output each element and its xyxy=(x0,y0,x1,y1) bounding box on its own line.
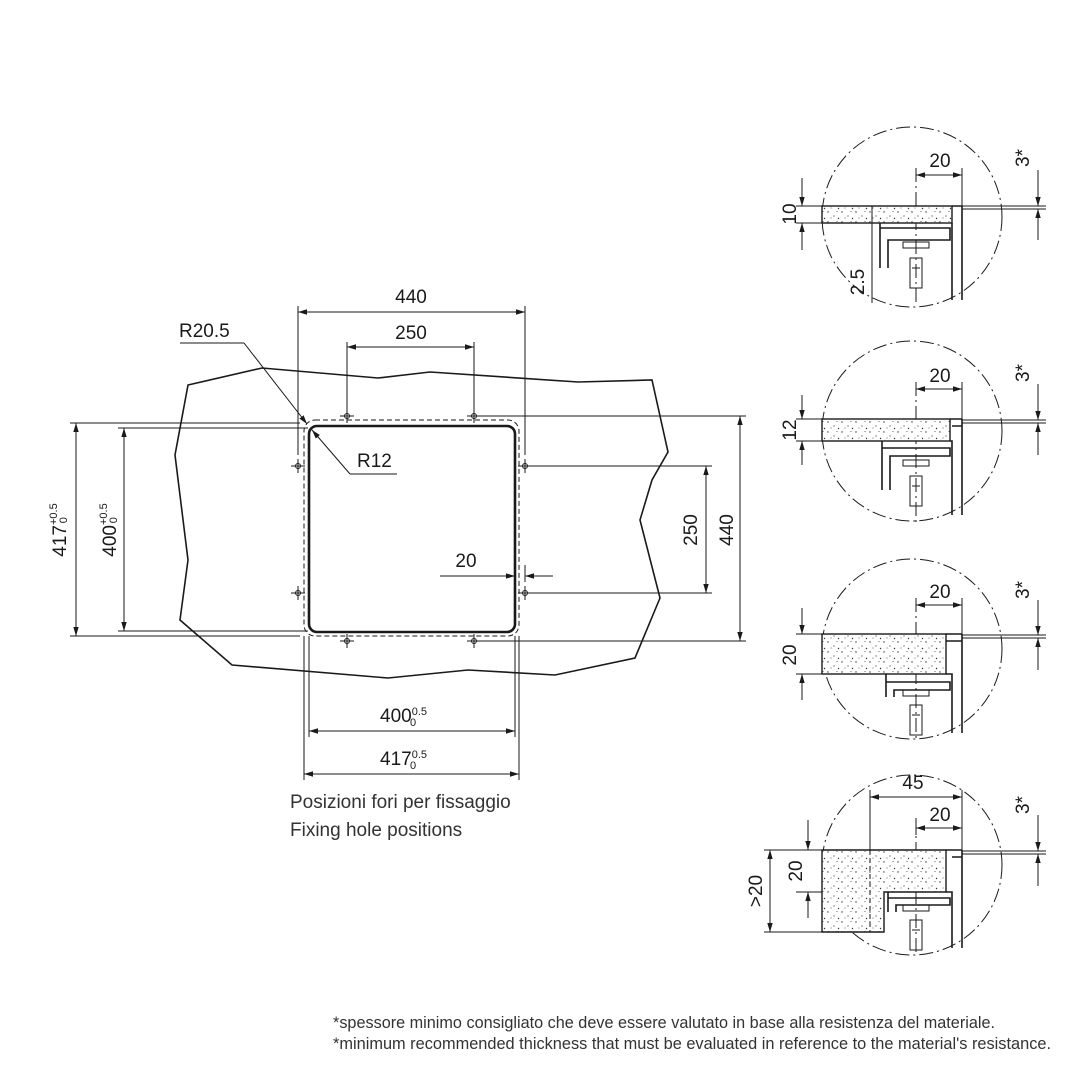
dim-417-left xyxy=(70,422,300,637)
radius-inner-leader xyxy=(311,429,397,475)
detail-section-3: 20 20 3* xyxy=(780,558,1046,740)
detail-3-thickness: 20 xyxy=(780,644,801,665)
fixing-hole xyxy=(291,586,305,600)
detail-2-thickness: 12 xyxy=(780,419,801,440)
footnote-english: *minimum recommended thickness that must… xyxy=(333,1034,1051,1053)
detail-1-thickness: 10 xyxy=(780,203,801,224)
detail-1-gap: 2.5 xyxy=(848,269,869,295)
plan-view: 440 250 R20.5 R12 417+0.50 xyxy=(48,287,746,841)
caption-english: Fixing hole positions xyxy=(290,820,462,841)
tol-lower: 0 xyxy=(108,517,120,523)
tol-upper: 0.5 xyxy=(412,749,427,761)
dim-400-left-label: 400+0.50 xyxy=(98,503,121,556)
detail-2-overhang: 20 xyxy=(929,366,950,387)
dim-20-offset xyxy=(440,565,553,582)
detail-4-min-mark: 3* xyxy=(1013,795,1034,814)
dim-400-bottom xyxy=(308,636,516,737)
detail-3-overhang: 20 xyxy=(929,582,950,603)
dim-417-left-label: 417+0.50 xyxy=(48,503,71,556)
dim-440-top xyxy=(297,306,526,455)
radius-outer-leader xyxy=(180,342,308,425)
dim-250-right xyxy=(528,465,712,594)
detail-section-1: 10 20 3* 2.5 xyxy=(780,126,1046,308)
fixing-hole xyxy=(340,409,354,423)
dim-20-offset-label: 20 xyxy=(455,551,476,572)
fixing-hole xyxy=(340,634,354,648)
dim-400-left-value: 400 xyxy=(100,525,121,557)
tol-upper: +0.5 xyxy=(48,503,60,525)
dim-440-right xyxy=(478,415,746,642)
tol-lower: 0 xyxy=(410,760,416,772)
detail-4-total-thickness: >20 xyxy=(746,875,767,907)
detail-section-4: 20 >20 45 20 3* xyxy=(746,773,1046,956)
cutout-outer-dashed xyxy=(303,419,520,637)
radius-inner-label: R12 xyxy=(357,451,392,472)
caption-italian: Posizioni fori per fissaggio xyxy=(290,792,511,813)
dim-250-right-label: 250 xyxy=(681,514,702,546)
tol-upper: +0.5 xyxy=(98,503,110,525)
radius-outer-label: R20.5 xyxy=(179,321,230,342)
detail-1-overhang: 20 xyxy=(929,151,950,172)
countertop-outline xyxy=(174,367,669,679)
dim-250-top-label: 250 xyxy=(395,323,427,344)
tol-upper: 0.5 xyxy=(412,706,427,718)
dim-400-left xyxy=(118,427,308,632)
dim-417-left-value: 417 xyxy=(50,525,71,557)
detail-4-overhang-total: 45 xyxy=(902,773,923,794)
footnote-italian: *spessore minimo consigliato che deve es… xyxy=(333,1013,995,1032)
sink-opening xyxy=(307,424,517,634)
detail-4-thickness: 20 xyxy=(786,860,807,881)
detail-section-2: 12 20 3* xyxy=(780,340,1046,522)
detail-4-overhang: 20 xyxy=(929,805,950,826)
detail-3-min-mark: 3* xyxy=(1013,580,1034,599)
dim-400-bottom-value: 400 xyxy=(380,706,412,727)
dim-417-bottom-value: 417 xyxy=(380,749,412,770)
dim-417-bottom xyxy=(303,636,520,780)
tol-lower: 0 xyxy=(410,717,416,729)
fixing-holes xyxy=(291,409,532,648)
detail-2-min-mark: 3* xyxy=(1013,363,1034,382)
tol-lower: 0 xyxy=(58,517,70,523)
dim-250-top xyxy=(346,342,475,410)
dim-440-top-label: 440 xyxy=(395,287,427,308)
dim-440-right-label: 440 xyxy=(717,514,738,546)
detail-1-min-mark: 3* xyxy=(1013,148,1034,167)
fixing-hole xyxy=(291,459,305,473)
